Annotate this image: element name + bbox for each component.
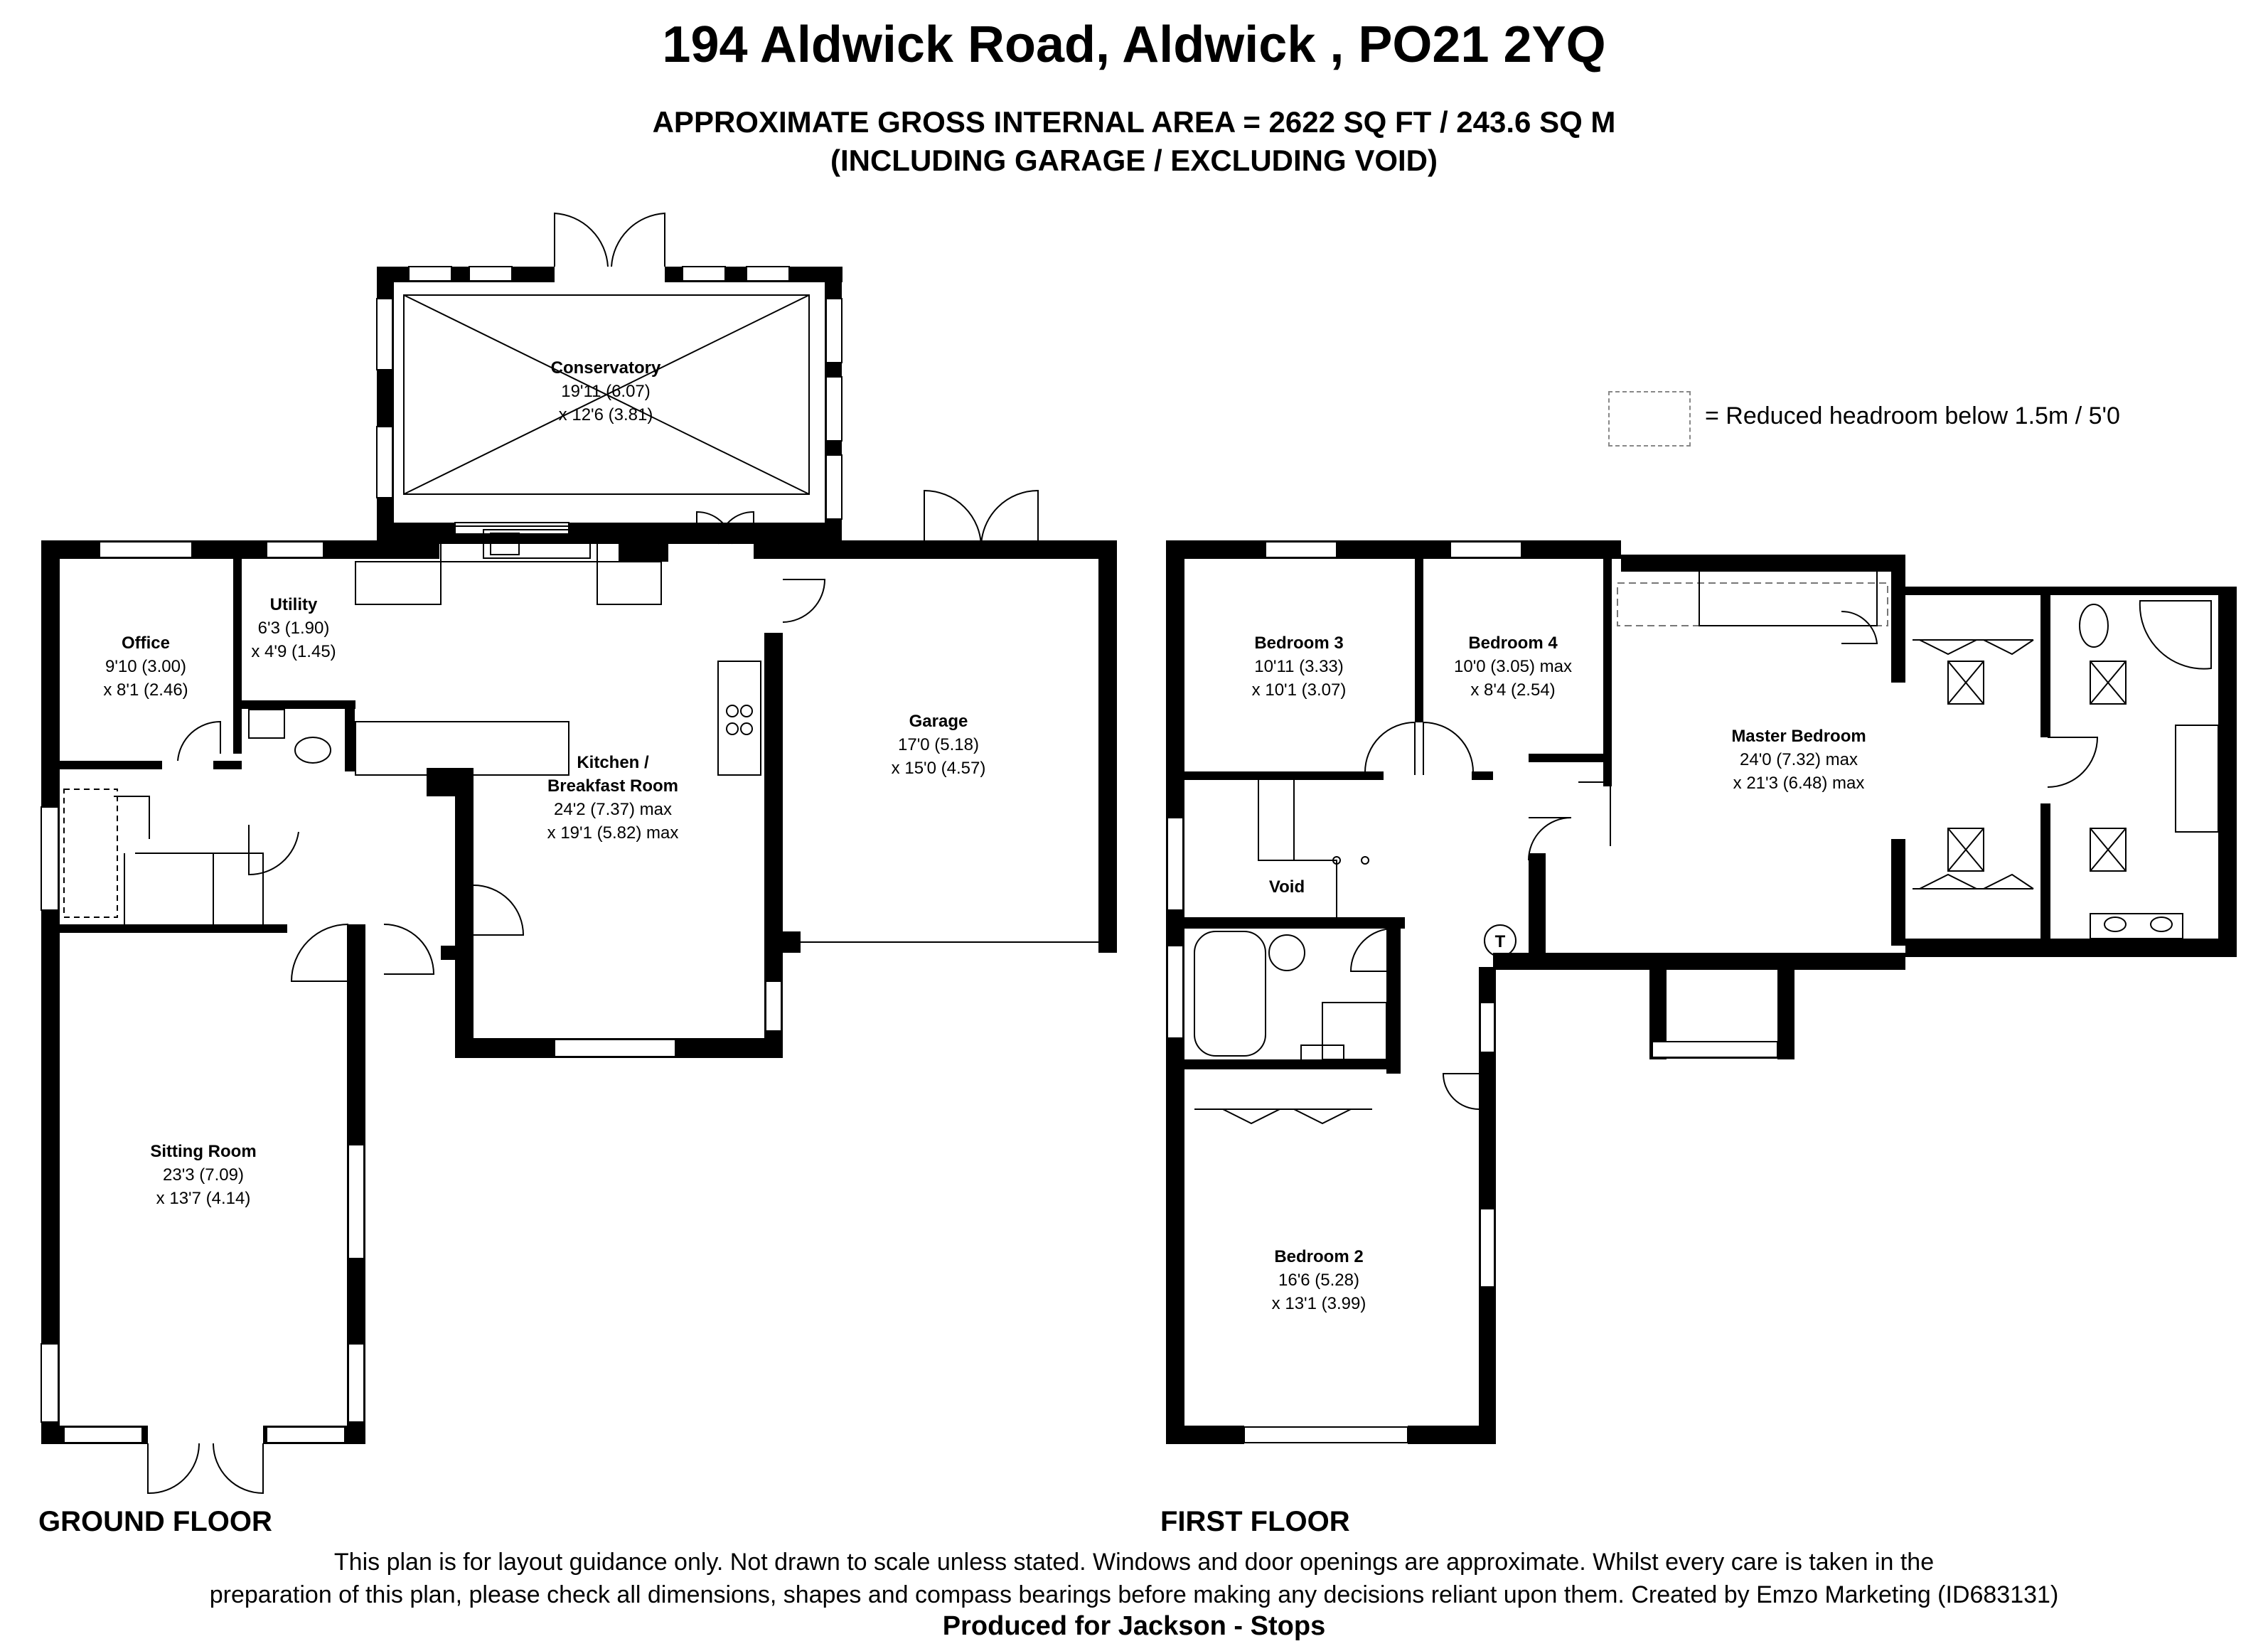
sitting-room-name: Sitting Room [150,1142,256,1161]
utility-name: Utility [270,595,318,614]
page-title: 194 Aldwick Road, Aldwick , PO21 2YQ [662,16,1606,73]
conservatory-dim1: 19'11 (6.07) [561,382,651,401]
sitting-room-dim2: x 13'7 (4.14) [156,1189,251,1208]
bedroom4-dim1: 10'0 (3.05) max [1454,657,1572,676]
legend-text: = Reduced headroom below 1.5m / 5'0 [1705,402,2120,429]
master-bedroom-name: Master Bedroom [1731,727,1866,746]
bedroom3-dim1: 10'11 (3.33) [1254,657,1344,676]
utility-dim1: 6'3 (1.90) [258,619,330,638]
ground-floor-label: GROUND FLOOR [38,1506,272,1537]
first-floor-windows [1167,541,1778,1443]
utility-dim2: x 4'9 (1.45) [251,642,336,661]
bedroom4-dim2: x 8'4 (2.54) [1470,680,1555,700]
first-floor-label: FIRST FLOOR [1160,1506,1350,1537]
room-labels: Conservatory 19'11 (6.07) x 12'6 (3.81) … [103,358,1866,1313]
first-floor-fittings [1194,568,2219,1125]
ground-floor-windows [41,266,843,1443]
ground-floor-fittings [63,294,1098,943]
kitchen-dim2: x 19'1 (5.82) max [547,823,679,843]
bedroom2-dim1: 16'6 (5.28) [1278,1271,1359,1290]
first-floor-doors [1349,610,2099,1110]
bedroom2-name: Bedroom 2 [1274,1247,1363,1266]
bedroom2-dim2: x 13'1 (3.99) [1272,1294,1366,1313]
produced-for: Produced for Jackson - Stops [942,1611,1326,1641]
ground-floor-walls [41,267,1117,1444]
sitting-room-dim1: 23'3 (7.09) [163,1165,244,1185]
conservatory-dim2: x 12'6 (3.81) [559,405,653,424]
office-dim1: 9'10 (3.00) [105,657,186,676]
void-name: Void [1269,877,1305,897]
conservatory-name: Conservatory [551,358,661,378]
disclaimer-line-2: preparation of this plan, please check a… [209,1581,2059,1608]
bedroom3-dim2: x 10'1 (3.07) [1252,680,1347,700]
disclaimer-line-1: This plan is for layout guidance only. N… [333,1549,1935,1576]
area-note: (INCLUDING GARAGE / EXCLUDING VOID) [830,144,1438,177]
reduced-headroom-swatch [1608,391,1691,447]
ground-floor-doors [114,212,1039,1495]
master-bedroom-dim2: x 21'3 (6.48) max [1733,774,1865,793]
garage-dim2: x 15'0 (4.57) [892,759,986,778]
office-name: Office [122,634,170,653]
kitchen-dim1: 24'2 (7.37) max [554,800,672,819]
garage-dim1: 17'0 (5.18) [898,735,979,754]
master-bedroom-dim1: 24'0 (7.32) max [1740,750,1858,769]
kitchen-name-line1: Kitchen / [577,753,649,772]
first-floor-walls [1166,540,2237,1444]
garage-name: Garage [909,712,968,731]
area-summary: APPROXIMATE GROSS INTERNAL AREA = 2622 S… [652,105,1616,139]
kitchen-name-line2: Breakfast Room [547,776,678,796]
bedroom4-name: Bedroom 4 [1468,634,1558,653]
bedroom3-name: Bedroom 3 [1254,634,1343,653]
office-dim2: x 8'1 (2.46) [103,680,188,700]
cylinder-mark: T [1495,932,1506,951]
